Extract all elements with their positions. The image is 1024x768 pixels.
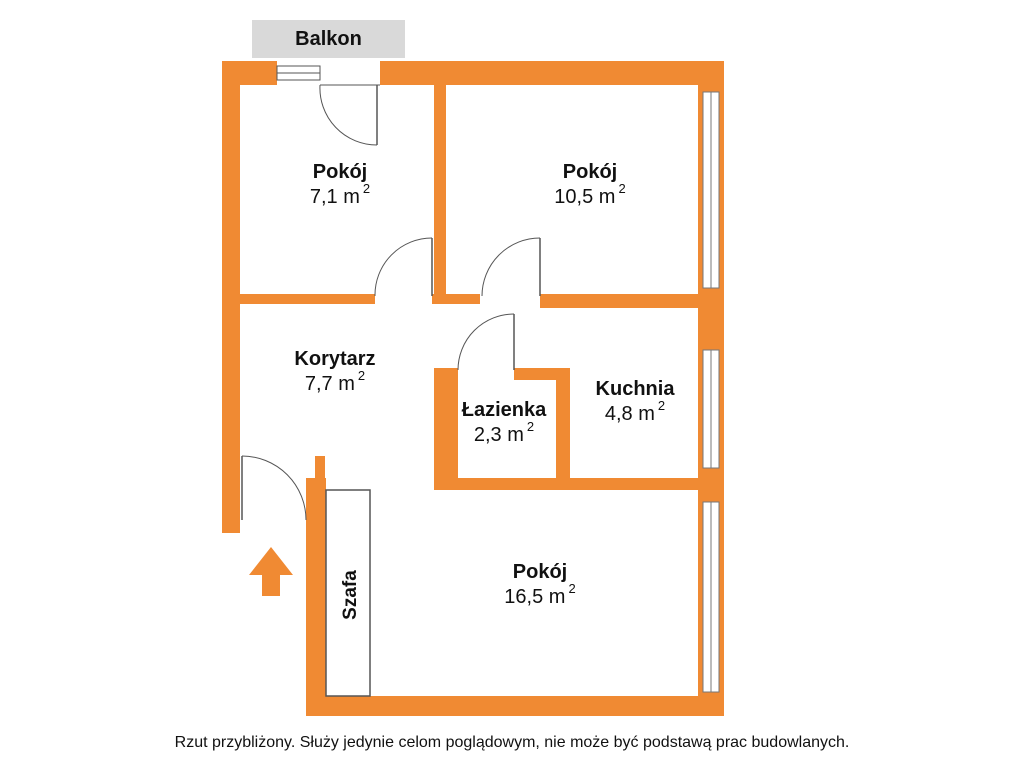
room-name: Kuchnia	[595, 378, 675, 400]
entrance-arrow-icon	[249, 547, 293, 596]
room-name: Pokój	[512, 561, 568, 583]
room-name: Korytarz	[294, 348, 376, 370]
doors	[241, 237, 541, 521]
room-name: Pokój	[312, 161, 368, 183]
balcony-label: Balkon	[295, 27, 362, 50]
disclaimer-text: Rzut przybliżony. Służy jedynie celom po…	[174, 734, 850, 751]
wardrobe-label: Szafa	[340, 570, 361, 620]
balcony-door	[276, 61, 380, 146]
windows	[702, 91, 720, 693]
room-name: Łazienka	[461, 399, 547, 421]
wardrobe	[325, 489, 371, 697]
room-name: Pokój	[562, 161, 618, 183]
walls	[222, 61, 724, 716]
balcony	[252, 20, 405, 58]
